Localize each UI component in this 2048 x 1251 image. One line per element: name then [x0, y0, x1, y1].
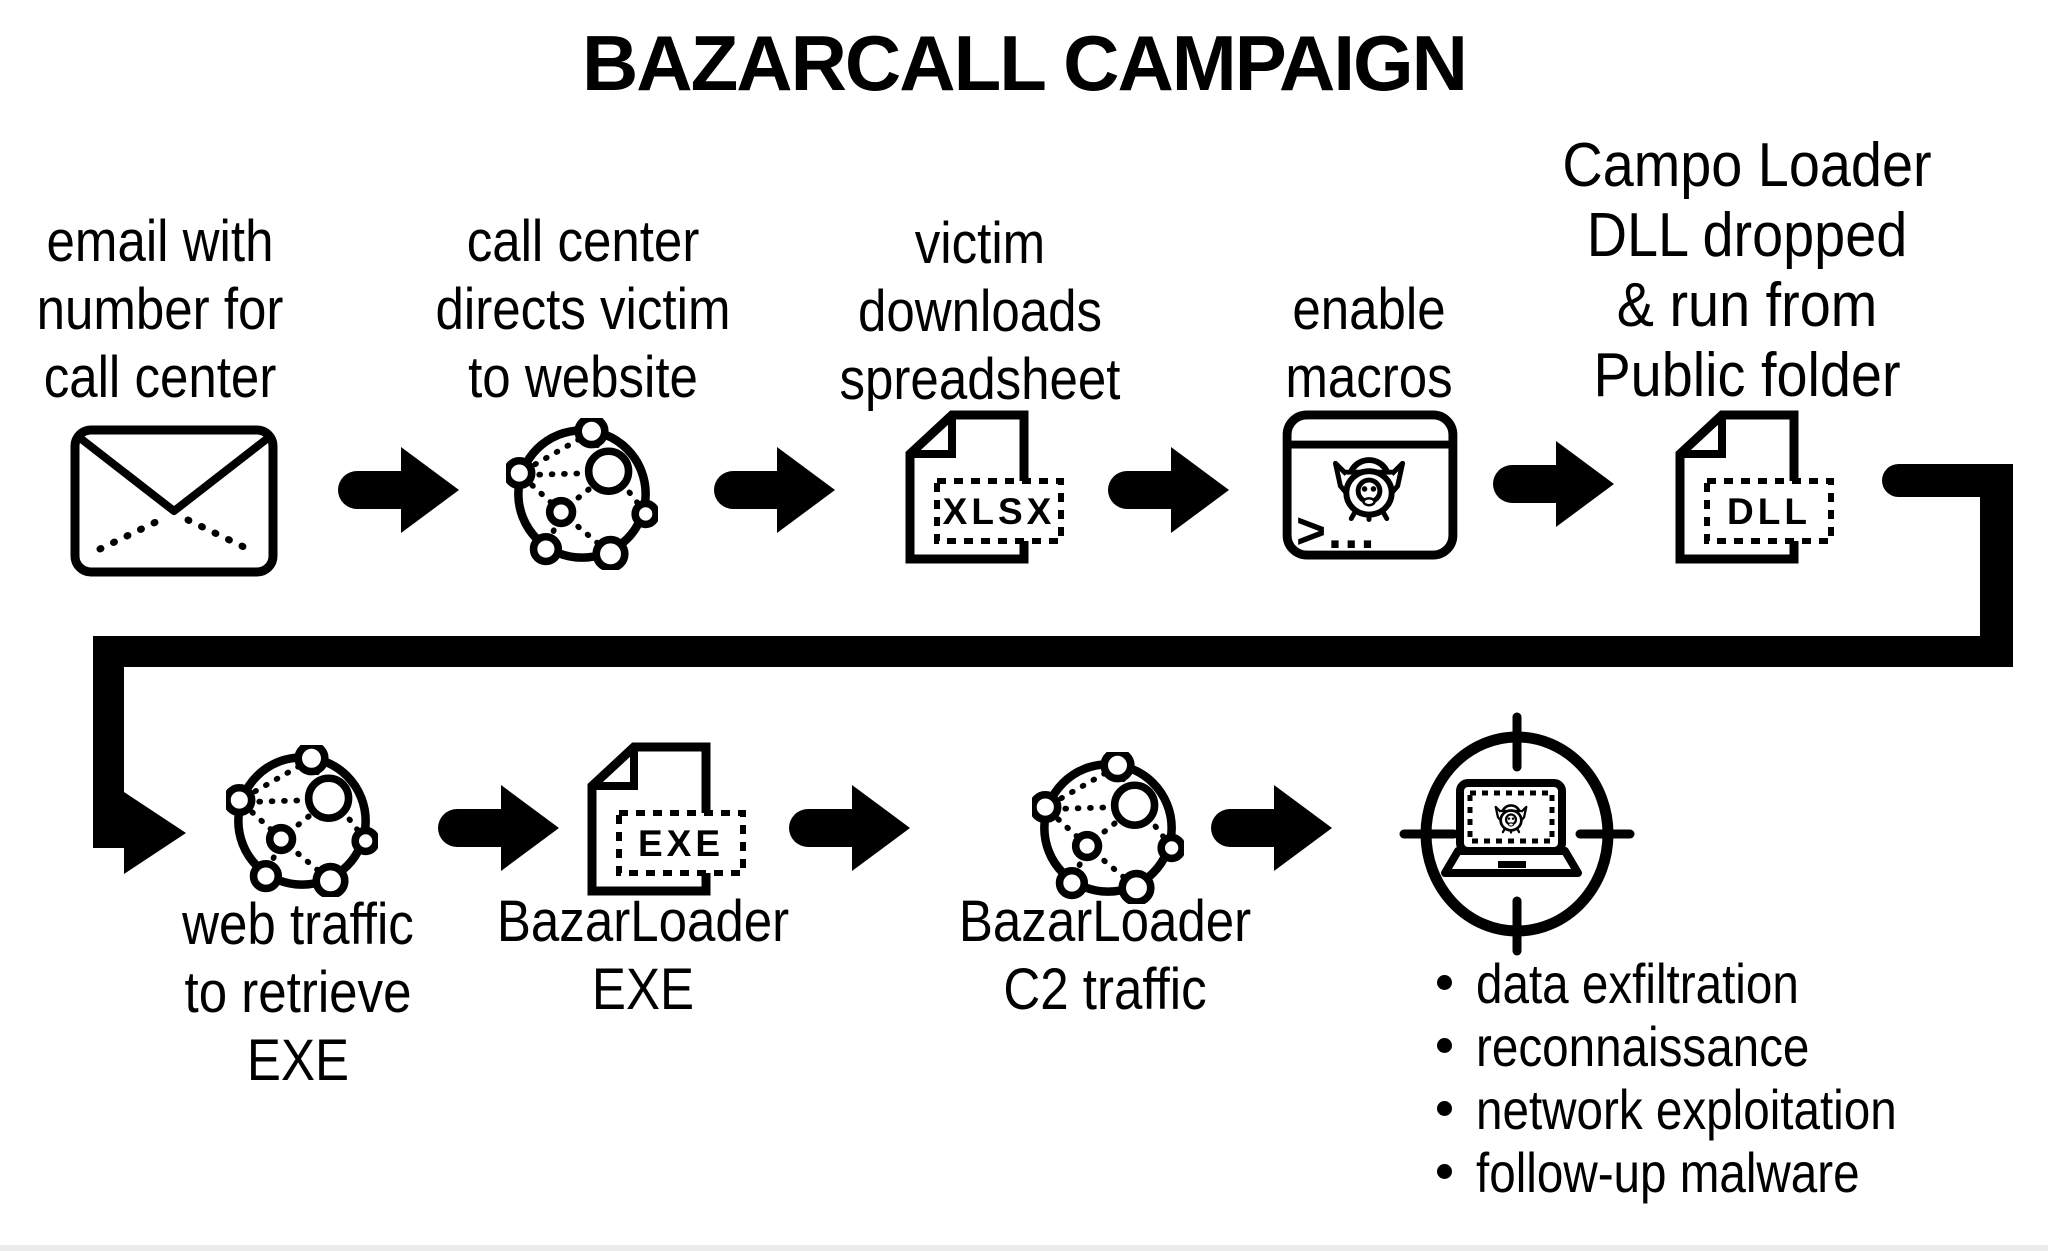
- targeted-laptop-icon: [1399, 712, 1635, 956]
- outcome-item: follow-up malware: [1437, 1141, 1971, 1204]
- bullet-icon: [1437, 1164, 1452, 1179]
- outcome-item: data exfiltration: [1437, 952, 1971, 1015]
- step-label-campo-loader: Campo Loader DLL dropped & run from Publ…: [1562, 131, 1932, 410]
- terminal-prompt: >...: [1296, 502, 1377, 559]
- terminal-malware-icon: >...: [1282, 410, 1458, 560]
- file-type-badge: XLSX: [943, 491, 1056, 532]
- spreadsheet-document-icon: XLSX: [903, 410, 1067, 566]
- step-label-call-center: call center directs victim to website: [435, 209, 731, 410]
- outcome-text: network exploitation: [1476, 1078, 1897, 1141]
- flow-arrow-icon: [788, 782, 913, 874]
- file-type-badge: DLL: [1727, 491, 1811, 532]
- file-type-badge: EXE: [638, 823, 724, 864]
- outcome-text: data exfiltration: [1476, 952, 1799, 1015]
- step-label-web-traffic: web traffic to retrieve EXE: [182, 892, 414, 1093]
- crosshair-icon: [1399, 712, 1635, 956]
- exe-document-icon: EXE: [585, 742, 749, 898]
- email-icon: [70, 425, 278, 577]
- flow-arrow-icon: [437, 782, 562, 874]
- connector-segment: [93, 636, 124, 848]
- connector-segment: [1980, 464, 2013, 667]
- flow-arrow-icon: [713, 444, 838, 536]
- flow-arrow-icon: [1210, 782, 1335, 874]
- diagram-title: BAZARCALL CAMPAIGN: [581, 19, 1468, 107]
- outcome-text: follow-up malware: [1476, 1141, 1860, 1204]
- step-label-bazarloader-c2: BazarLoader C2 traffic: [958, 889, 1252, 1022]
- step-label-macros: enable macros: [1285, 277, 1453, 410]
- bullet-icon: [1437, 1038, 1452, 1053]
- step-label-bazarloader-exe: BazarLoader EXE: [496, 889, 790, 1022]
- network-icon: [506, 418, 658, 570]
- step-label-spreadsheet: victim downloads spreadsheet: [839, 211, 1121, 412]
- outcome-text: reconnaissance: [1476, 1015, 1810, 1078]
- bullet-icon: [1437, 1101, 1452, 1116]
- network-icon: [1032, 752, 1184, 904]
- network-icon: [226, 745, 378, 897]
- flow-arrow-icon: [337, 444, 462, 536]
- connector-segment: [107, 636, 2013, 667]
- outcome-list: data exfiltration reconnaissance network…: [1437, 952, 1971, 1204]
- outcome-item: reconnaissance: [1437, 1015, 1971, 1078]
- flow-arrow-icon: [1107, 444, 1232, 536]
- bullet-icon: [1437, 975, 1452, 990]
- flow-arrow-icon: [1492, 438, 1617, 530]
- step-label-email: email with number for call center: [36, 209, 284, 410]
- bottom-divider: [0, 1245, 2048, 1251]
- outcome-item: network exploitation: [1437, 1078, 1971, 1141]
- connector-arrowhead-icon: [124, 792, 186, 874]
- dll-document-icon: DLL: [1673, 410, 1837, 566]
